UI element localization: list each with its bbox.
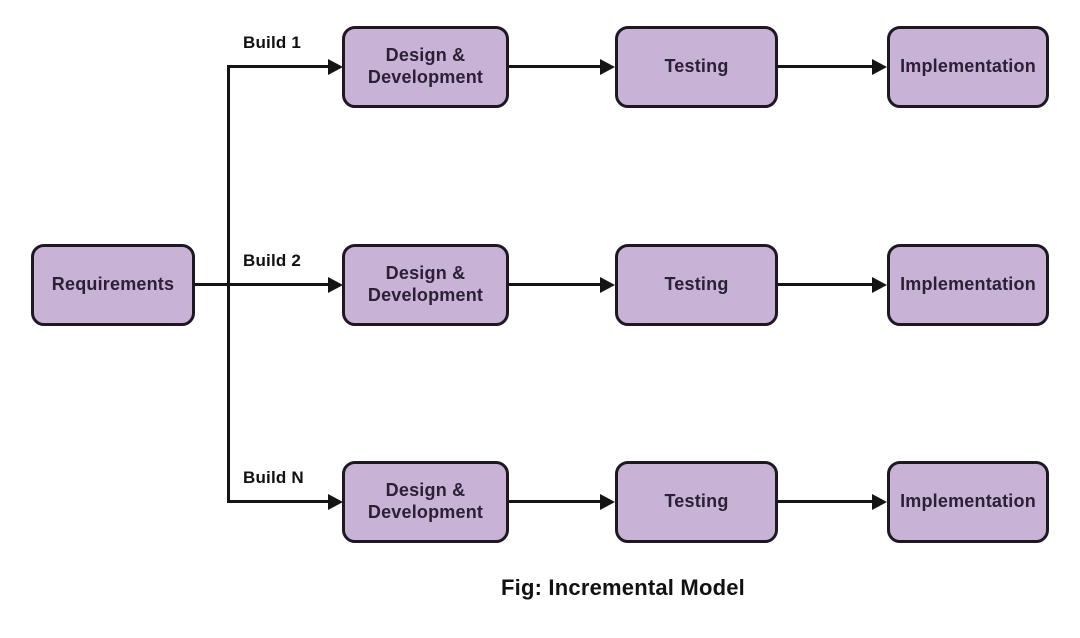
arrow-head bbox=[872, 58, 887, 75]
connector-line bbox=[778, 283, 874, 286]
connector-line bbox=[509, 283, 603, 286]
connector-line bbox=[509, 500, 603, 503]
connector-line bbox=[509, 65, 603, 68]
arrow-head bbox=[600, 493, 615, 510]
implementation-box: Implementation bbox=[887, 461, 1049, 543]
build-row-n: Build N Design & Development Testing Imp… bbox=[0, 461, 1080, 543]
arrow-head bbox=[600, 276, 615, 293]
implementation-box: Implementation bbox=[887, 26, 1049, 108]
arrow-head bbox=[600, 58, 615, 75]
arrow-head bbox=[328, 276, 343, 293]
connector-line bbox=[228, 65, 330, 68]
requirements-label: Requirements bbox=[51, 274, 175, 295]
build-label: Build 1 bbox=[243, 33, 302, 52]
testing-box: Testing bbox=[615, 461, 778, 543]
build-row-1: Build 1 Design & Development Testing Imp… bbox=[0, 26, 1080, 108]
arrow-head bbox=[328, 493, 343, 510]
connector-line bbox=[778, 65, 874, 68]
stage-label: Design & Development bbox=[367, 263, 484, 305]
stage-label: Testing bbox=[664, 56, 729, 77]
stage-label: Implementation bbox=[900, 274, 1036, 295]
arrow-head bbox=[872, 493, 887, 510]
arrow-head bbox=[872, 276, 887, 293]
stage-label: Implementation bbox=[900, 491, 1036, 512]
design-development-box: Design & Development bbox=[342, 461, 509, 543]
build-label: Build N bbox=[243, 468, 304, 487]
stage-label: Testing bbox=[664, 274, 729, 295]
design-development-box: Design & Development bbox=[342, 26, 509, 108]
testing-box: Testing bbox=[615, 244, 778, 326]
stage-label: Design & Development bbox=[367, 45, 484, 87]
requirements-box: Requirements bbox=[31, 244, 195, 326]
connector-line bbox=[778, 500, 874, 503]
stage-label: Design & Development bbox=[367, 480, 484, 522]
connector-line bbox=[228, 283, 330, 286]
design-development-box: Design & Development bbox=[342, 244, 509, 326]
requirements-connector-line bbox=[195, 283, 230, 286]
arrow-head bbox=[328, 58, 343, 75]
build-row-2: Build 2 Design & Development Testing Imp… bbox=[0, 244, 1080, 326]
implementation-box: Implementation bbox=[887, 244, 1049, 326]
connector-line bbox=[228, 500, 330, 503]
build-label: Build 2 bbox=[243, 251, 302, 270]
stage-label: Testing bbox=[664, 491, 729, 512]
figure-caption: Fig: Incremental Model bbox=[501, 575, 745, 600]
testing-box: Testing bbox=[615, 26, 778, 108]
stage-label: Implementation bbox=[900, 56, 1036, 77]
